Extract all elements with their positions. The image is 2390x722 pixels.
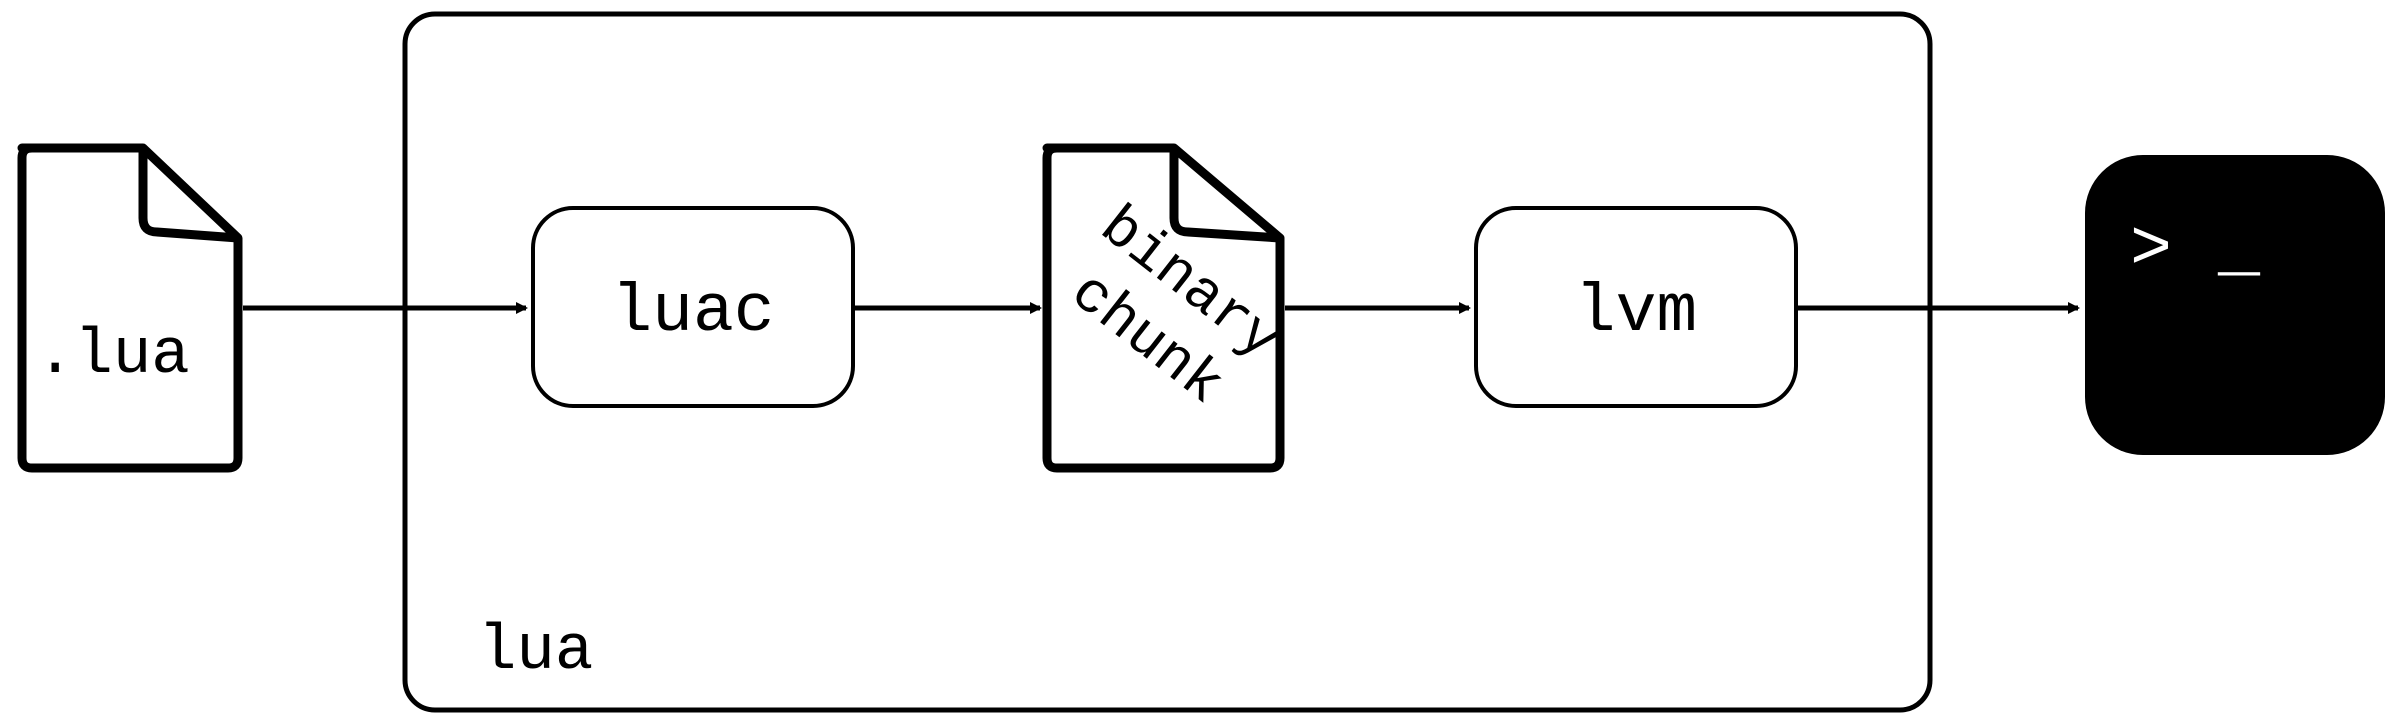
file-icon bbox=[1042, 143, 1285, 473]
lua-container: lua bbox=[402, 11, 1933, 713]
source-file-label: .lua bbox=[36, 320, 190, 392]
container-label: lua bbox=[478, 616, 593, 688]
luac-box: luac bbox=[531, 206, 855, 408]
luac-label: luac bbox=[611, 274, 774, 351]
terminal-cursor: _ bbox=[2217, 211, 2261, 290]
file-icon bbox=[17, 143, 243, 473]
lvm-label: lvm bbox=[1575, 274, 1697, 351]
terminal-prompt: > bbox=[2130, 211, 2172, 290]
lvm-box: lvm bbox=[1474, 206, 1798, 408]
binary-chunk-file: binary chunk bbox=[1042, 143, 1291, 473]
terminal-icon bbox=[2085, 155, 2385, 455]
terminal: > _ bbox=[2085, 155, 2385, 455]
source-file: .lua bbox=[17, 143, 243, 473]
